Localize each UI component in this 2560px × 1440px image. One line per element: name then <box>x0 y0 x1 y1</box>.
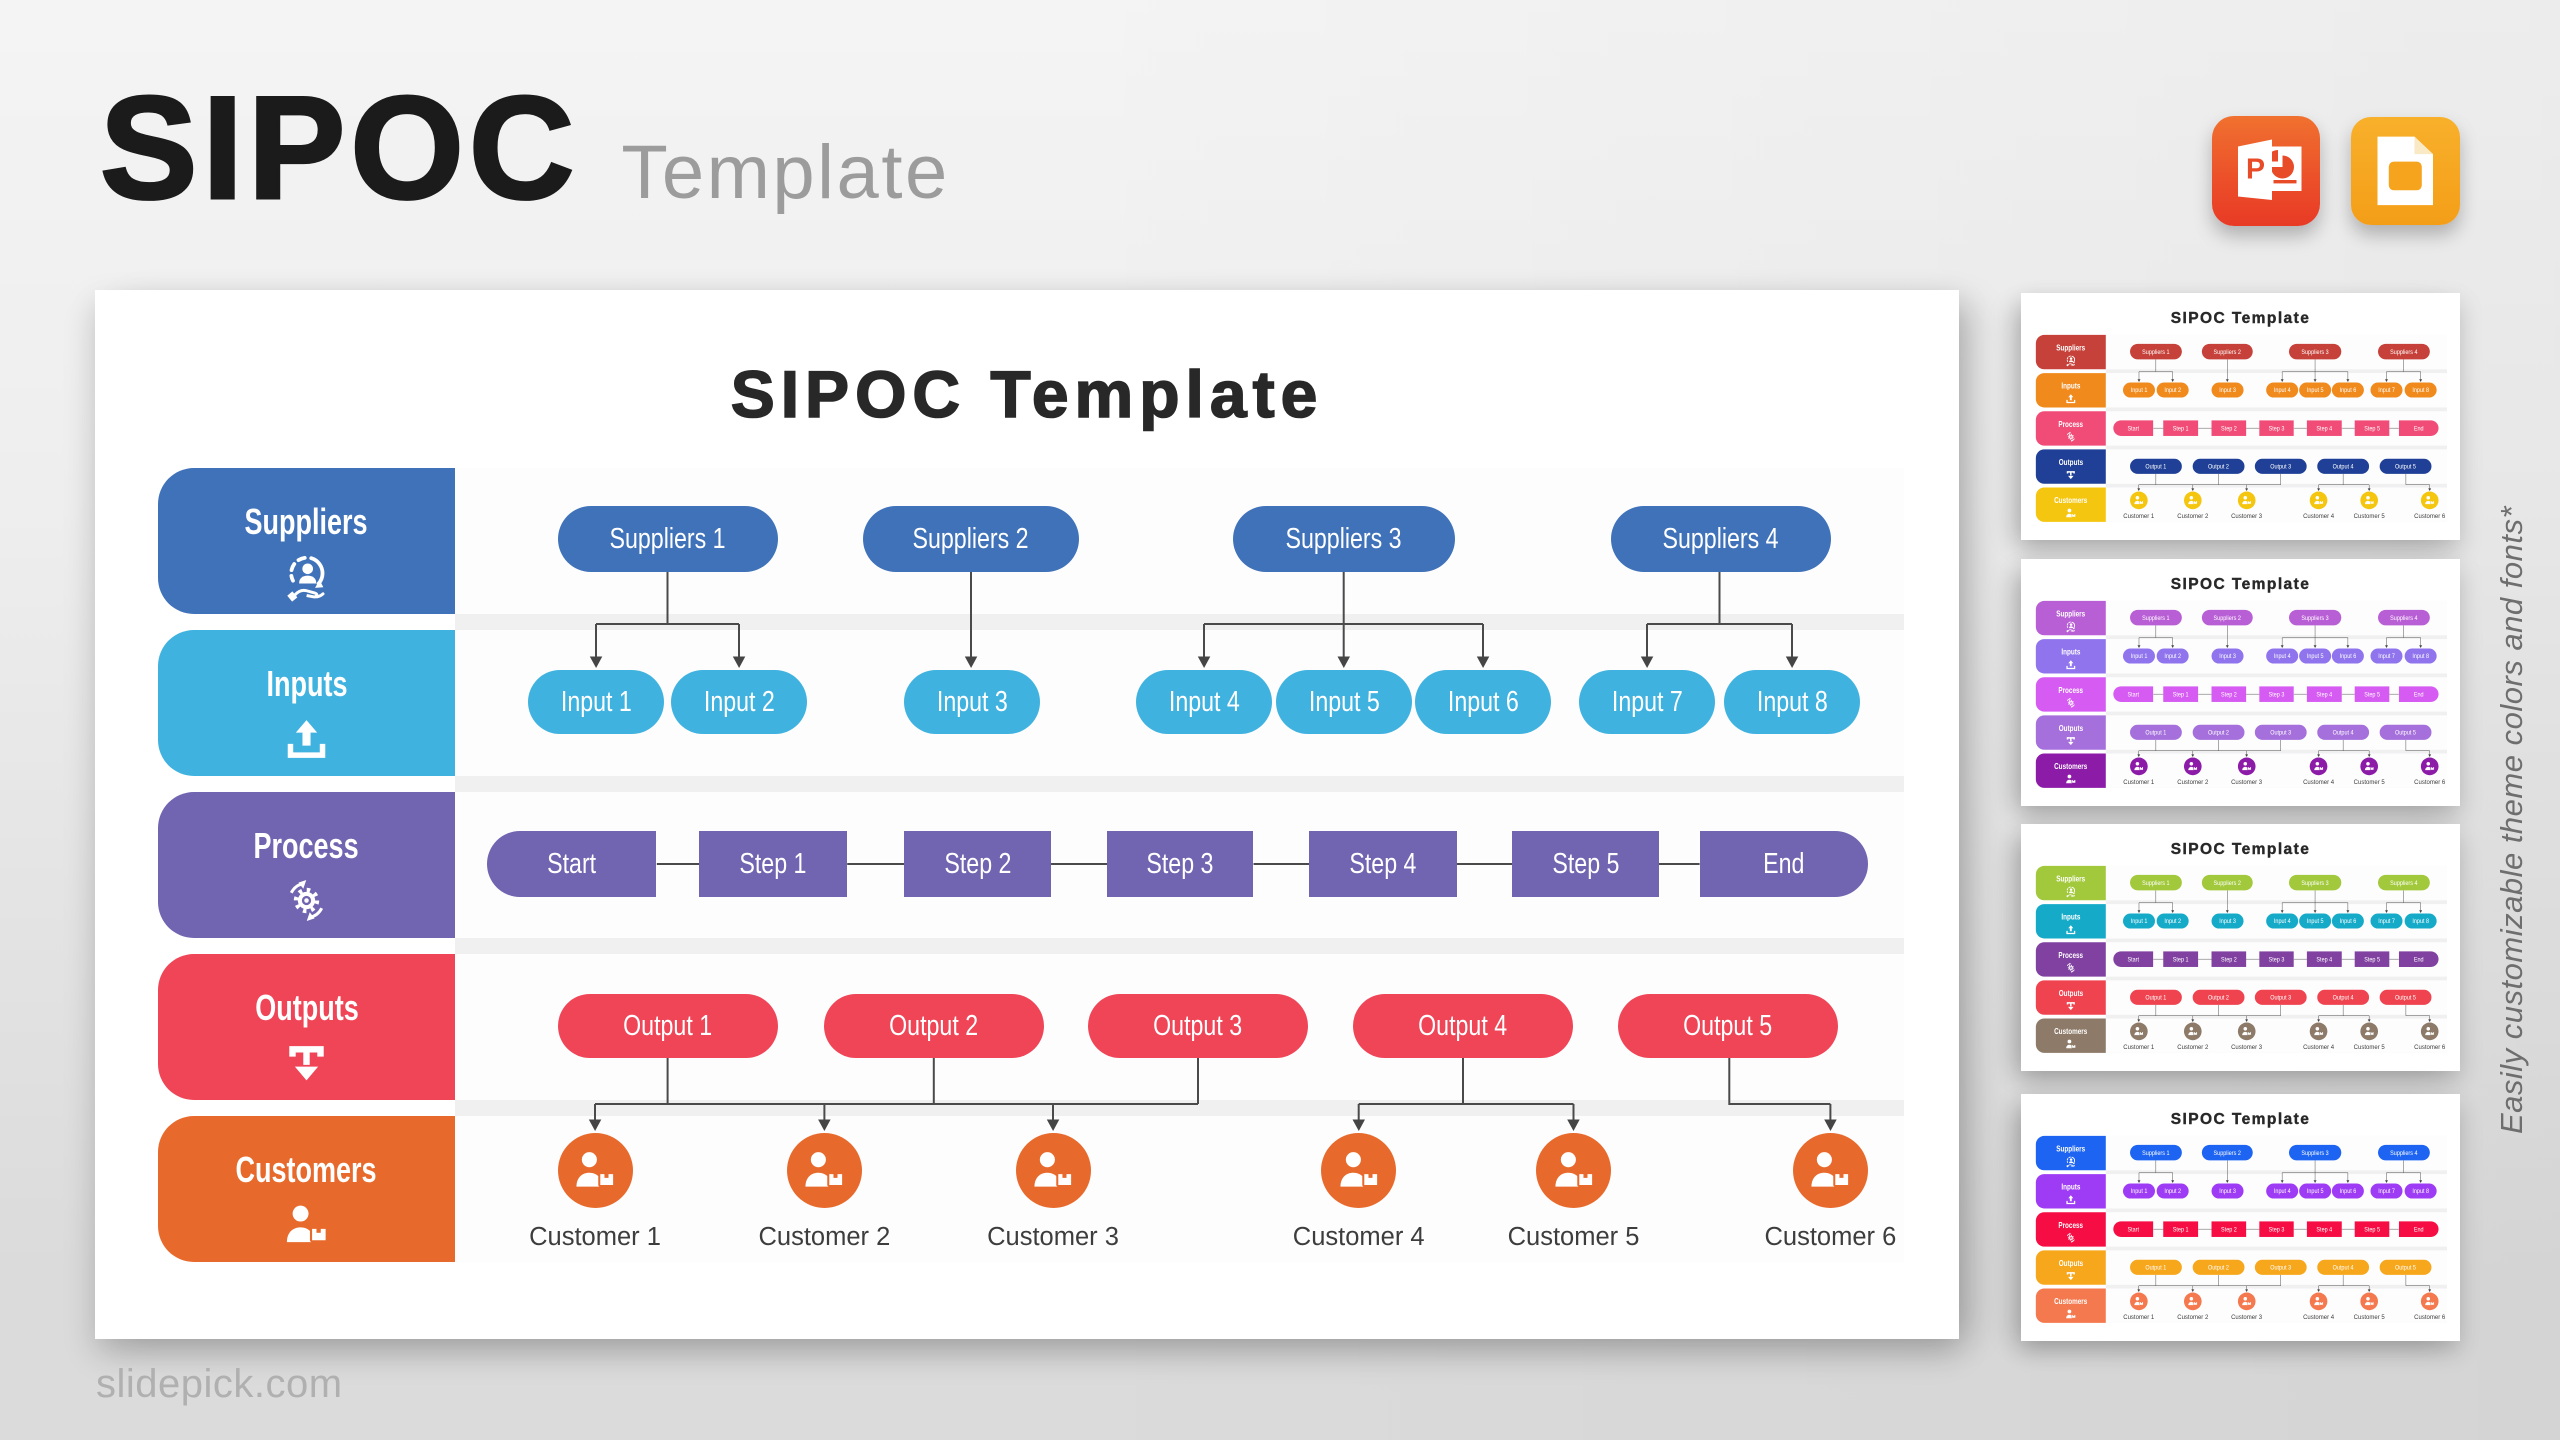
svg-text:P: P <box>2246 154 2265 186</box>
